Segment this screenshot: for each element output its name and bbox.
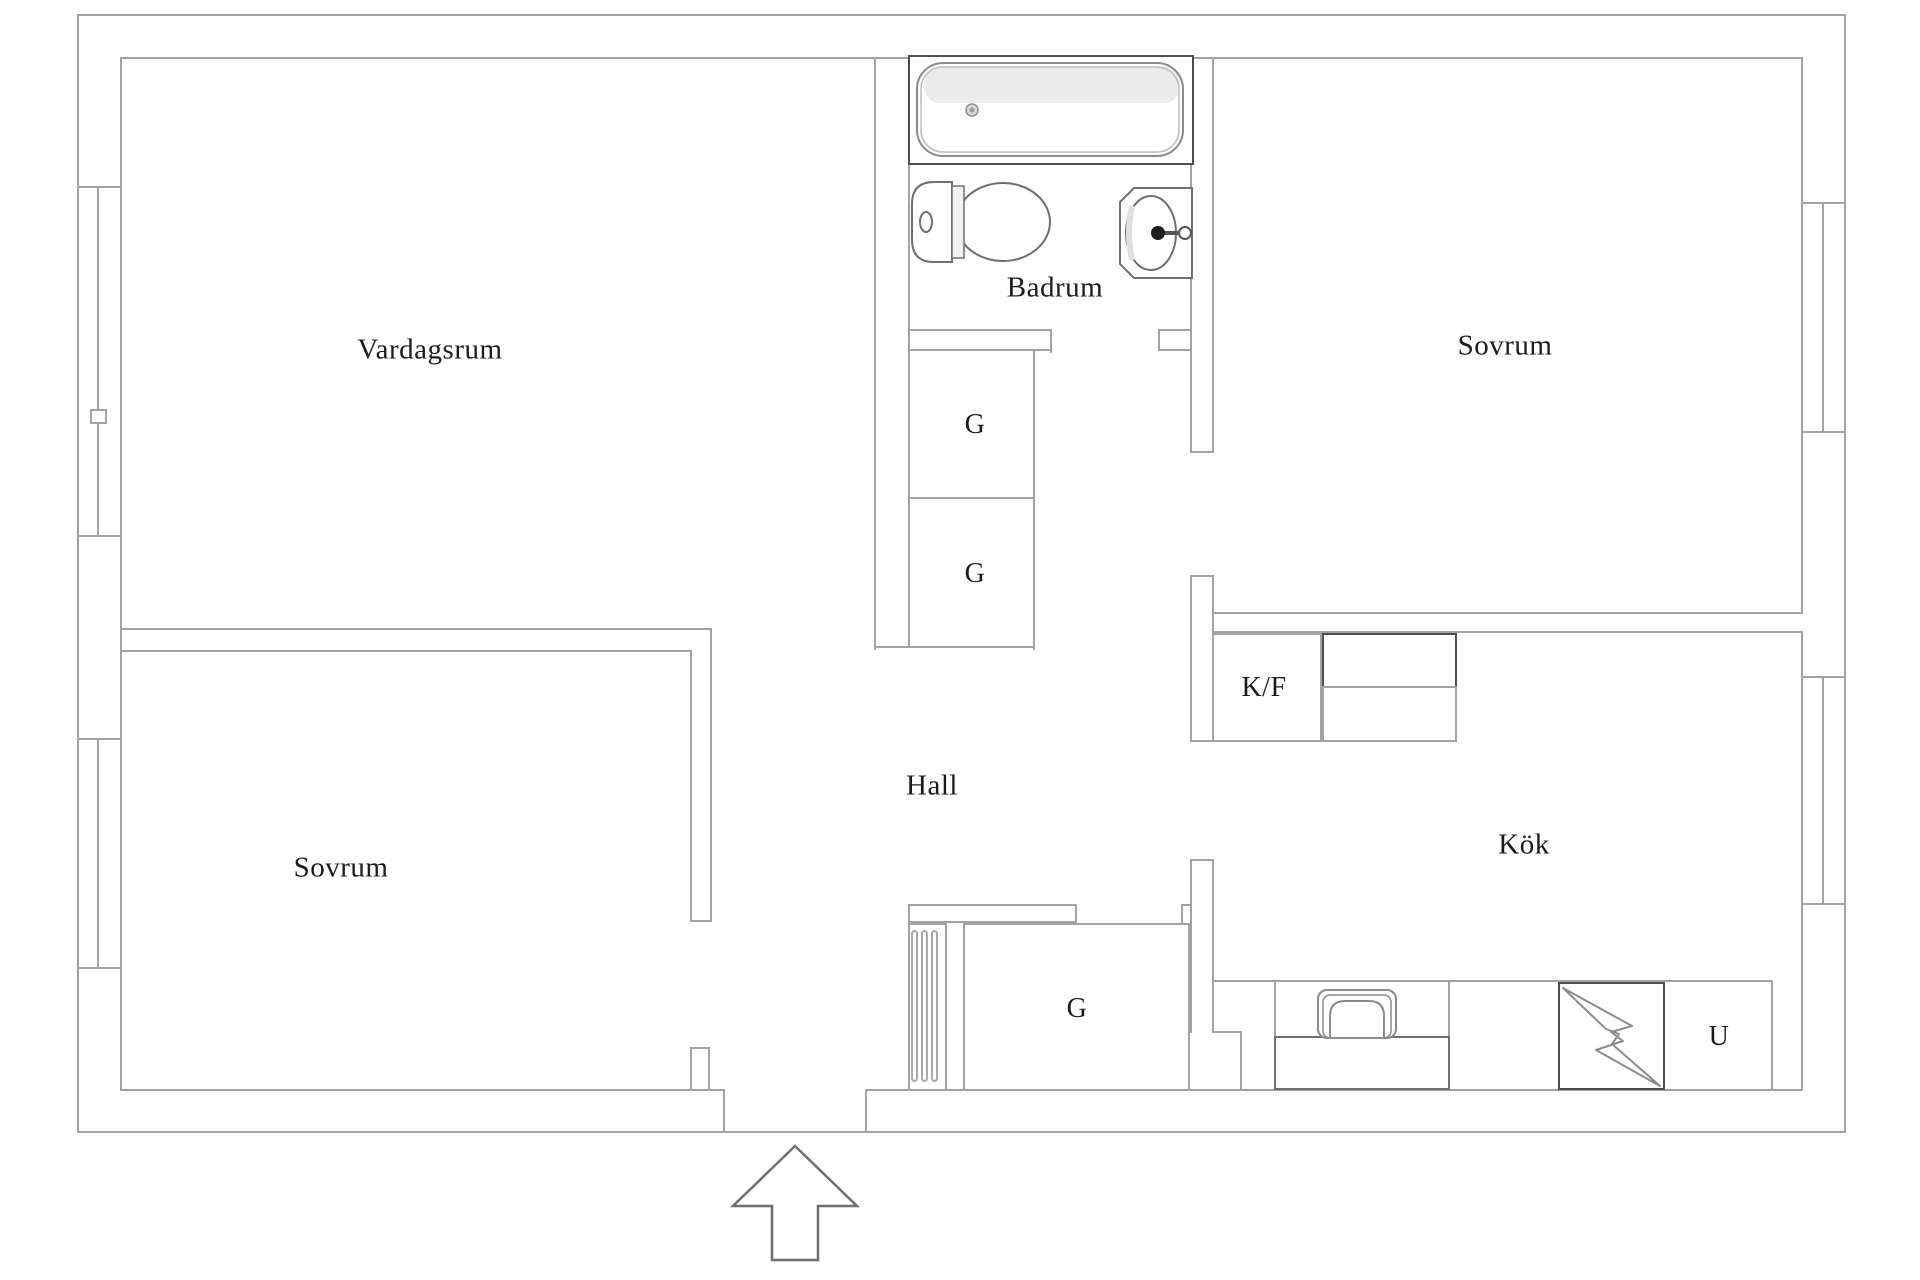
wall-segment <box>1190 859 1192 1033</box>
window-glass <box>1822 202 1824 433</box>
closet-wall <box>874 646 1035 648</box>
wall-segment <box>120 57 122 1089</box>
window-cap <box>77 738 122 740</box>
closet-wall <box>908 904 1077 906</box>
window-cap <box>77 186 122 188</box>
closet-wall <box>963 923 1190 925</box>
wall-segment <box>908 329 1052 331</box>
door-jamb <box>690 1047 692 1089</box>
window-cap <box>77 535 122 537</box>
closet-front <box>1033 349 1035 650</box>
appliance-label-oven: U <box>1708 1021 1730 1052</box>
appliance-label-fridge-freezer: K/F <box>1241 672 1287 703</box>
wall-outer-top <box>77 14 1846 16</box>
kitchen-sink-icon <box>1317 989 1397 1039</box>
sink-icon <box>1119 187 1193 279</box>
room-label-bedroom-upper: Sovrum <box>1457 329 1553 362</box>
wall-segment <box>1801 57 1803 614</box>
wall-outer-left <box>77 14 79 1133</box>
radiator-icon <box>908 923 947 925</box>
closet-label-upper: G <box>964 409 986 440</box>
window-glass <box>97 186 99 537</box>
wall-segment <box>1050 329 1052 353</box>
door-jamb <box>708 1047 710 1089</box>
wall-outer-bottom <box>77 1131 1846 1133</box>
sink-cabinet <box>1274 1036 1450 1090</box>
window-vent-marker <box>90 409 107 424</box>
room-label-bathroom: Badrum <box>1006 271 1104 304</box>
wall-segment <box>1158 329 1192 331</box>
window-cap <box>77 967 122 969</box>
wall-segment <box>1190 859 1214 861</box>
radiator-fin <box>911 930 918 1082</box>
closet-wall <box>1075 904 1077 923</box>
wall-segment <box>710 628 712 920</box>
wall-segment <box>1190 451 1214 453</box>
window-cap <box>1803 676 1846 678</box>
closet-wall <box>908 349 1035 351</box>
room-label-living-room: Vardagsrum <box>357 333 503 366</box>
wall-segment <box>1212 859 1214 1033</box>
closet-wall <box>908 921 1077 923</box>
wall-segment <box>690 920 712 922</box>
door-jamb <box>690 1047 710 1049</box>
door-jamb <box>1181 904 1183 925</box>
room-label-hall: Hall <box>906 769 958 802</box>
stove-lightning-icon <box>1562 987 1661 1087</box>
sink-cabinet <box>1274 982 1276 1038</box>
wall-segment <box>1214 612 1803 614</box>
radiator-fin <box>921 930 928 1082</box>
wall-segment <box>865 1089 1803 1091</box>
closet-wall <box>908 904 910 923</box>
wall-segment <box>1212 1031 1240 1033</box>
entrance-jamb <box>723 1089 725 1133</box>
entrance-jamb <box>865 1089 867 1133</box>
entrance-arrow-icon <box>729 1144 861 1262</box>
closet-front <box>963 923 965 1090</box>
window-cap <box>1803 903 1846 905</box>
fridge-freezer <box>1212 633 1322 742</box>
toilet-icon <box>911 181 1051 263</box>
wall-segment <box>1158 329 1160 351</box>
counter-cabinet <box>1322 686 1457 742</box>
bathtub-icon <box>908 55 1194 165</box>
wall-segment <box>1190 575 1192 742</box>
radiator-fin <box>931 930 938 1082</box>
wall-segment <box>120 650 692 652</box>
wall-segment <box>908 57 910 648</box>
wall-segment <box>120 628 712 630</box>
counter-edge <box>1212 980 1773 982</box>
closet-label-middle: G <box>964 558 986 589</box>
counter-edge <box>1771 980 1773 1090</box>
counter-appliance <box>1322 633 1457 688</box>
closet-front <box>1188 923 1190 1090</box>
wall-segment <box>690 650 692 920</box>
wall-outer-right <box>1844 14 1846 1133</box>
wall-segment <box>1158 349 1192 351</box>
closet-label-lower: G <box>1066 993 1088 1024</box>
closet-divider <box>908 497 1035 499</box>
window-cap <box>1803 431 1846 433</box>
room-label-bedroom-lower: Sovrum <box>293 851 389 884</box>
wall-segment <box>1190 575 1214 577</box>
wall-segment <box>1035 349 1052 351</box>
wall-segment <box>1240 1031 1242 1090</box>
wall-segment <box>120 1089 723 1091</box>
sink-cabinet <box>1448 982 1450 1038</box>
radiator-icon <box>908 923 910 1090</box>
room-label-kitchen: Kök <box>1498 828 1550 861</box>
wall-segment <box>1190 740 1214 742</box>
wall-segment <box>1212 631 1803 633</box>
door-jamb <box>1181 904 1192 906</box>
wall-segment <box>874 57 876 650</box>
radiator-icon <box>945 923 947 1090</box>
wall-segment <box>1212 57 1214 453</box>
window-glass <box>97 738 99 969</box>
wall-segment <box>1801 633 1803 1090</box>
window-cap <box>1803 202 1846 204</box>
window-glass <box>1822 676 1824 905</box>
